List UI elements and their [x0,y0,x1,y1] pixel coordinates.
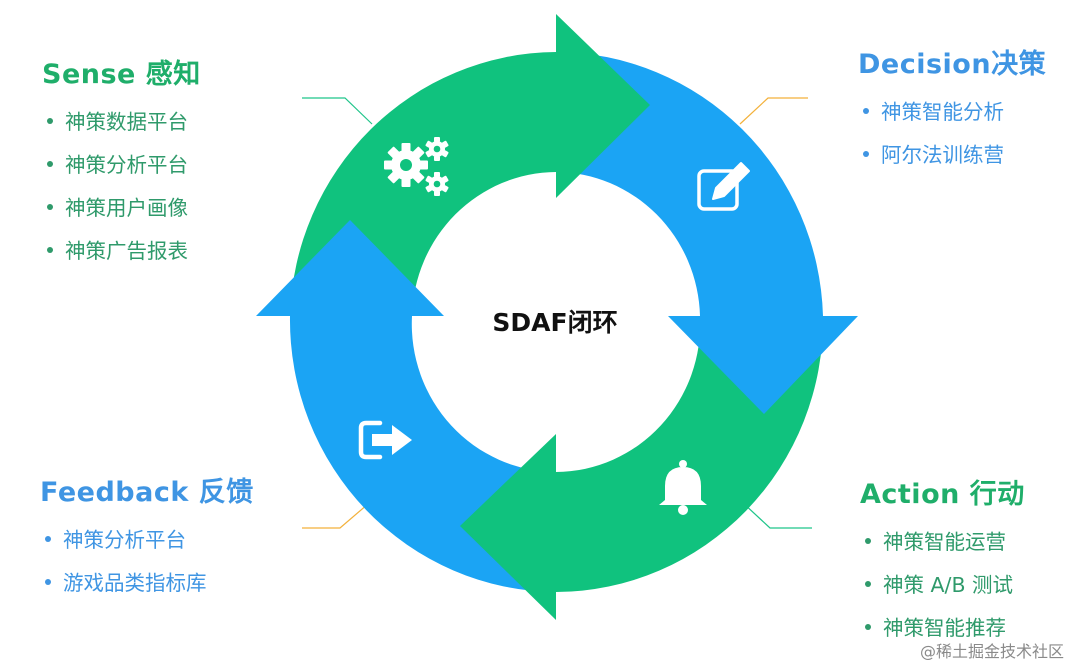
list-item: 神策智能推荐 [860,607,1025,650]
decision-title: Decision决策 [858,49,1047,80]
feedback-title: Feedback 反馈 [40,477,254,508]
list-item: 神策数据平台 [42,101,201,144]
footer-credit: @稀土掘金技术社区 [919,642,1064,661]
sense-leader-line [302,97,373,125]
sense-arrowhead [556,14,650,198]
center-label: SDAF闭环 [492,308,618,337]
list-item: 游戏品类指标库 [40,562,254,605]
list-item: 神策分析平台 [42,144,201,187]
decision-list: 神策智能分析 阿尔法训练营 [858,91,1046,177]
action-block: Action 行动 神策智能运营 神策 A/B 测试 神策智能推荐 [860,472,1025,650]
list-item: 神策分析平台 [40,519,254,562]
list-item: 神策智能运营 [860,521,1025,564]
sense-title: Sense 感知 [42,59,201,90]
edit-icon [697,162,750,211]
action-arrowhead [460,434,556,620]
decision-block: Decision决策 神策智能分析 阿尔法训练营 [858,42,1046,177]
sense-list: 神策数据平台 神策分析平台 神策用户画像 神策广告报表 [42,101,201,273]
list-item: 神策广告报表 [42,230,201,273]
sense-block: Sense 感知 神策数据平台 神策分析平台 神策用户画像 神策广告报表 [42,52,201,273]
decision-leader-line [739,97,808,125]
feedback-list: 神策分析平台 游戏品类指标库 [40,519,254,605]
decision-arrowhead [668,316,858,414]
list-item: 神策用户画像 [42,187,201,230]
feedback-leader-line [302,503,369,529]
action-leader-line [741,501,812,529]
feedback-block: Feedback 反馈 神策分析平台 游戏品类指标库 [40,470,254,605]
exit-icon [358,420,412,460]
bell-icon [659,460,707,515]
action-list: 神策智能运营 神策 A/B 测试 神策智能推荐 [860,521,1025,650]
list-item: 神策 A/B 测试 [860,564,1025,607]
list-item: 神策智能分析 [858,91,1046,134]
feedback-arrowhead [256,220,444,316]
action-title: Action 行动 [860,479,1025,510]
gears-icon [384,137,449,196]
list-item: 阿尔法训练营 [858,134,1046,177]
